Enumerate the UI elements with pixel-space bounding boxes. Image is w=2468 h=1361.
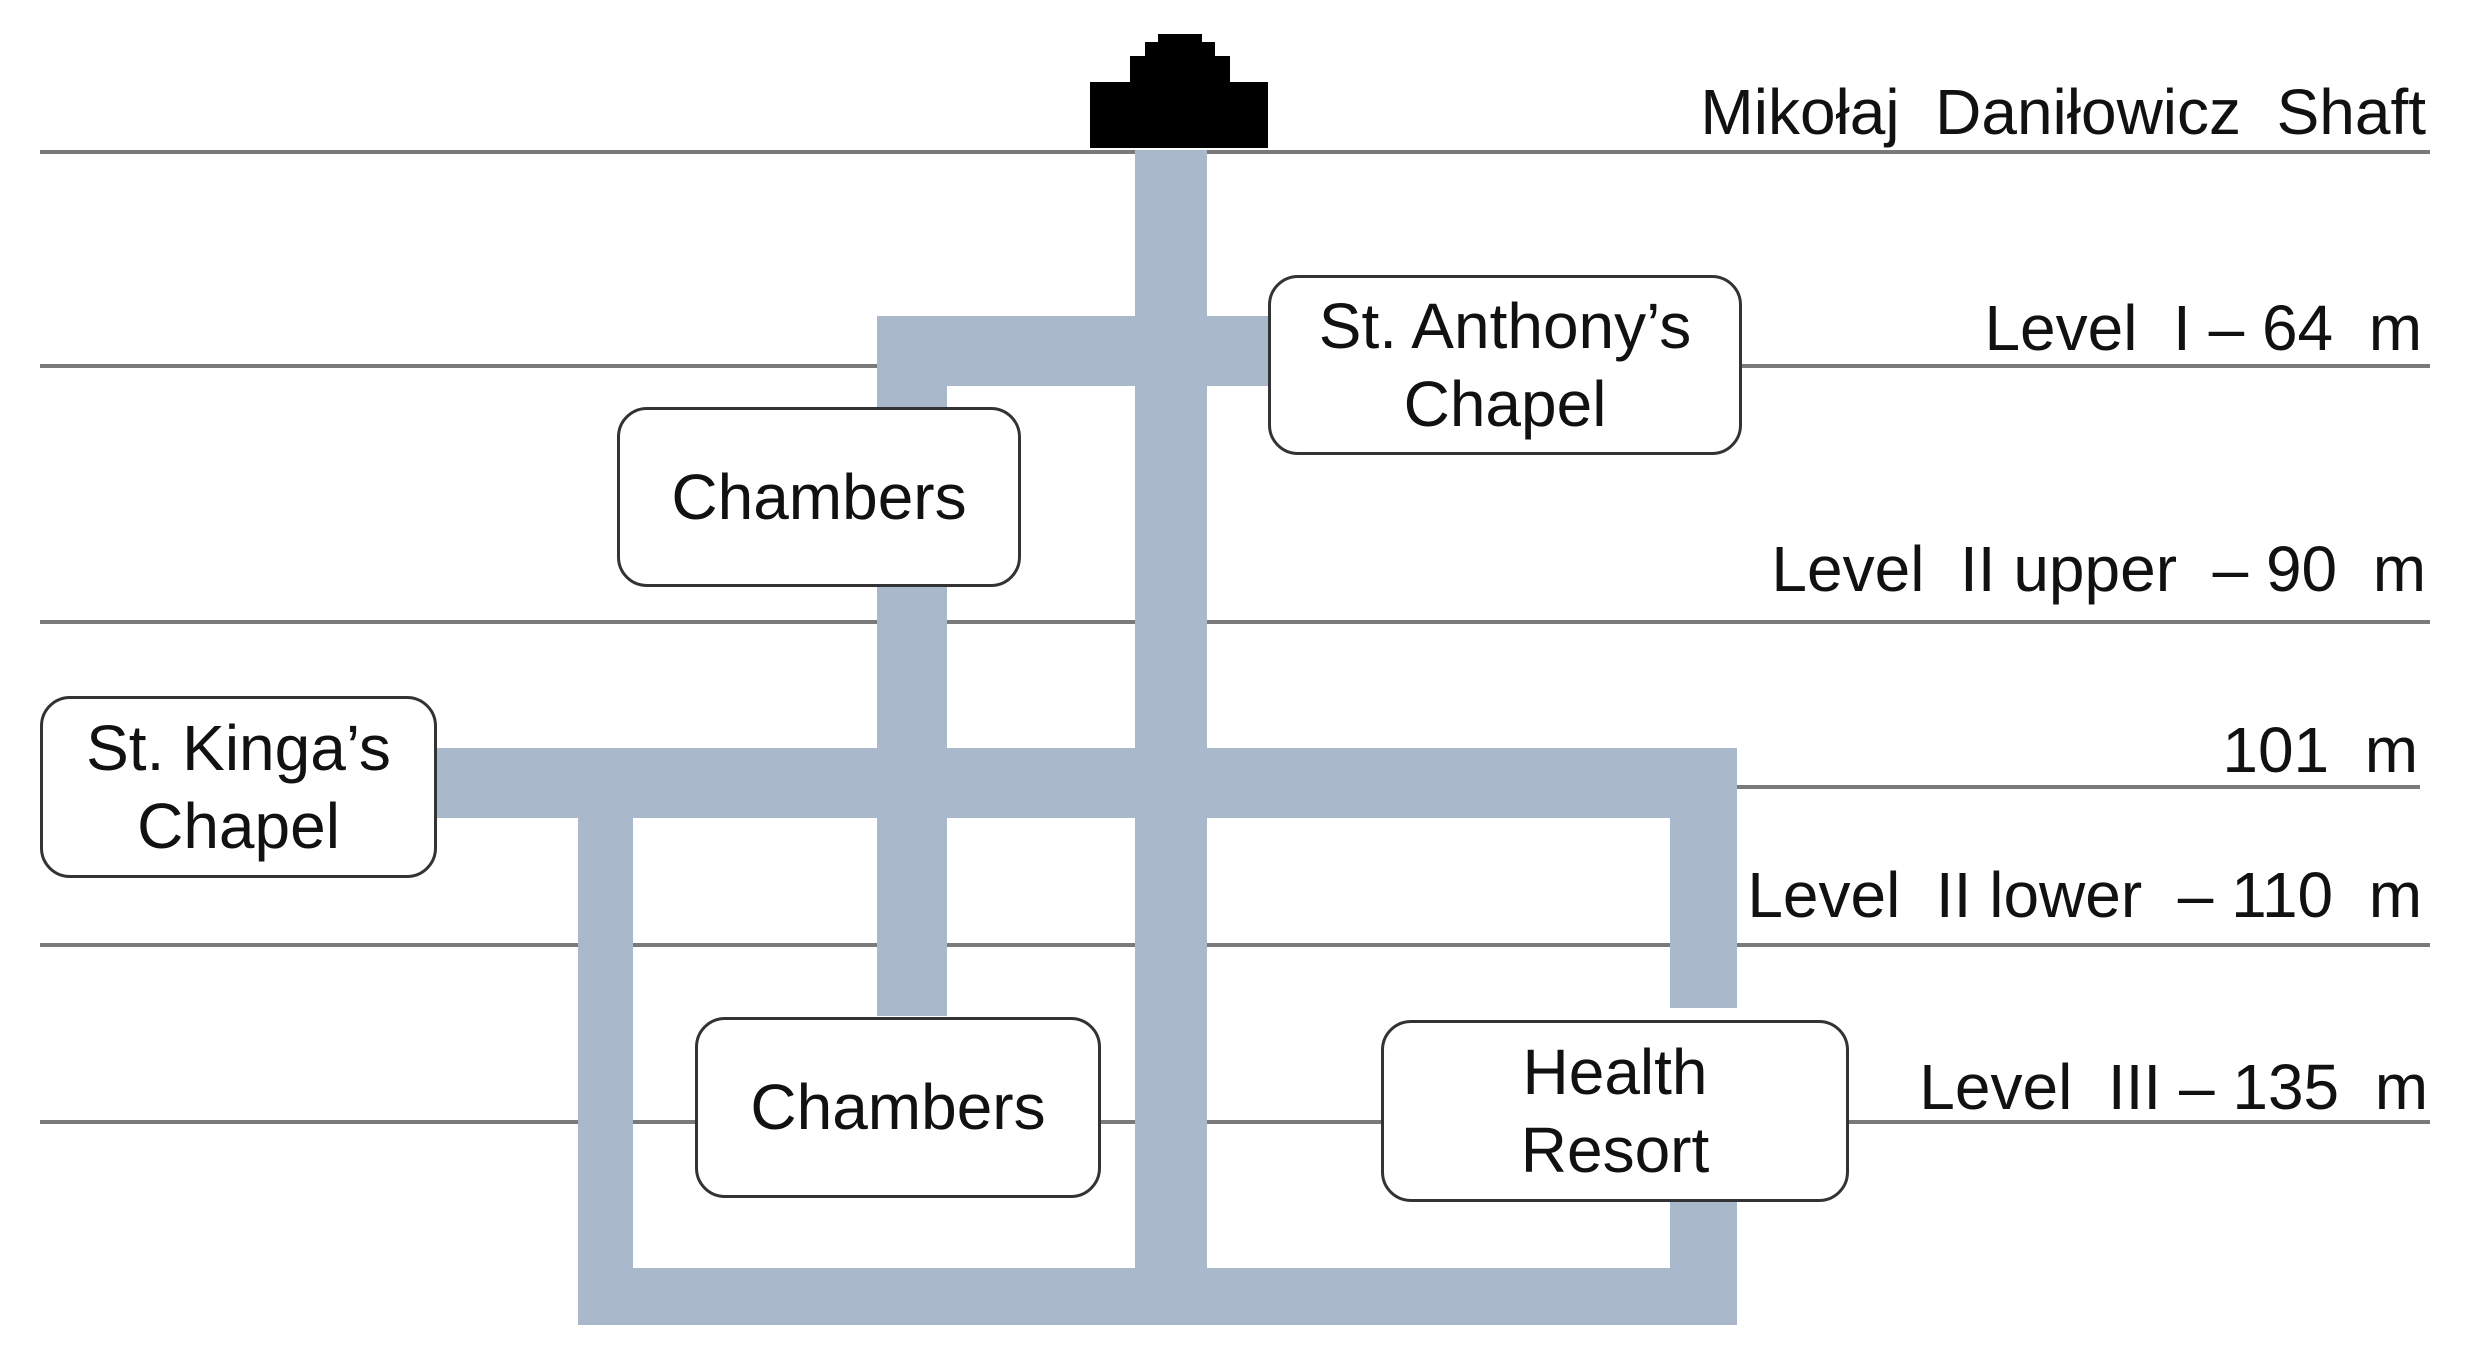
level-lines (40, 150, 2430, 1124)
tunnels (430, 150, 1737, 1325)
outer-left-tunnel (578, 748, 633, 1325)
level-2-lower-label: Level II lower – 110 m (1747, 859, 2422, 931)
headframe-icon (1090, 34, 1268, 148)
chambers-upper-box: Chambers (617, 407, 1021, 587)
st-anthonys-chapel-box: St. Anthony’s Chapel (1268, 275, 1742, 455)
level-2-upper-label: Level II upper – 90 m (1771, 533, 2426, 605)
chambers-lower-label: Chambers (750, 1071, 1046, 1144)
level-101-label: 101 m (2222, 714, 2418, 786)
health-resort-line2: Resort (1520, 1114, 1710, 1186)
level-101-tunnel (430, 748, 1737, 818)
st-kingas-chapel-line1: St. Kinga’s (86, 711, 391, 784)
health-resort-box: Health Resort (1381, 1020, 1849, 1202)
st-anthonys-chapel-line2: Chapel (1403, 368, 1607, 440)
chambers-lower-box: Chambers (695, 1017, 1101, 1198)
shaft-label: Mikołaj Daniłowicz Shaft (1700, 76, 2426, 148)
health-resort-line1: Health (1522, 1035, 1708, 1108)
bottom-loop-tunnel (578, 1268, 1737, 1325)
level-1-label: Level I – 64 m (1984, 292, 2422, 364)
outer-right-tunnel (1670, 748, 1737, 1008)
st-kingas-chapel-box: St. Kinga’s Chapel (40, 696, 437, 878)
st-anthonys-chapel-line1: St. Anthony’s (1318, 289, 1692, 362)
st-kingas-chapel-line2: Chapel (137, 790, 340, 862)
level-3-label: Level III – 135 m (1919, 1051, 2428, 1123)
chambers-upper-label: Chambers (671, 460, 967, 533)
